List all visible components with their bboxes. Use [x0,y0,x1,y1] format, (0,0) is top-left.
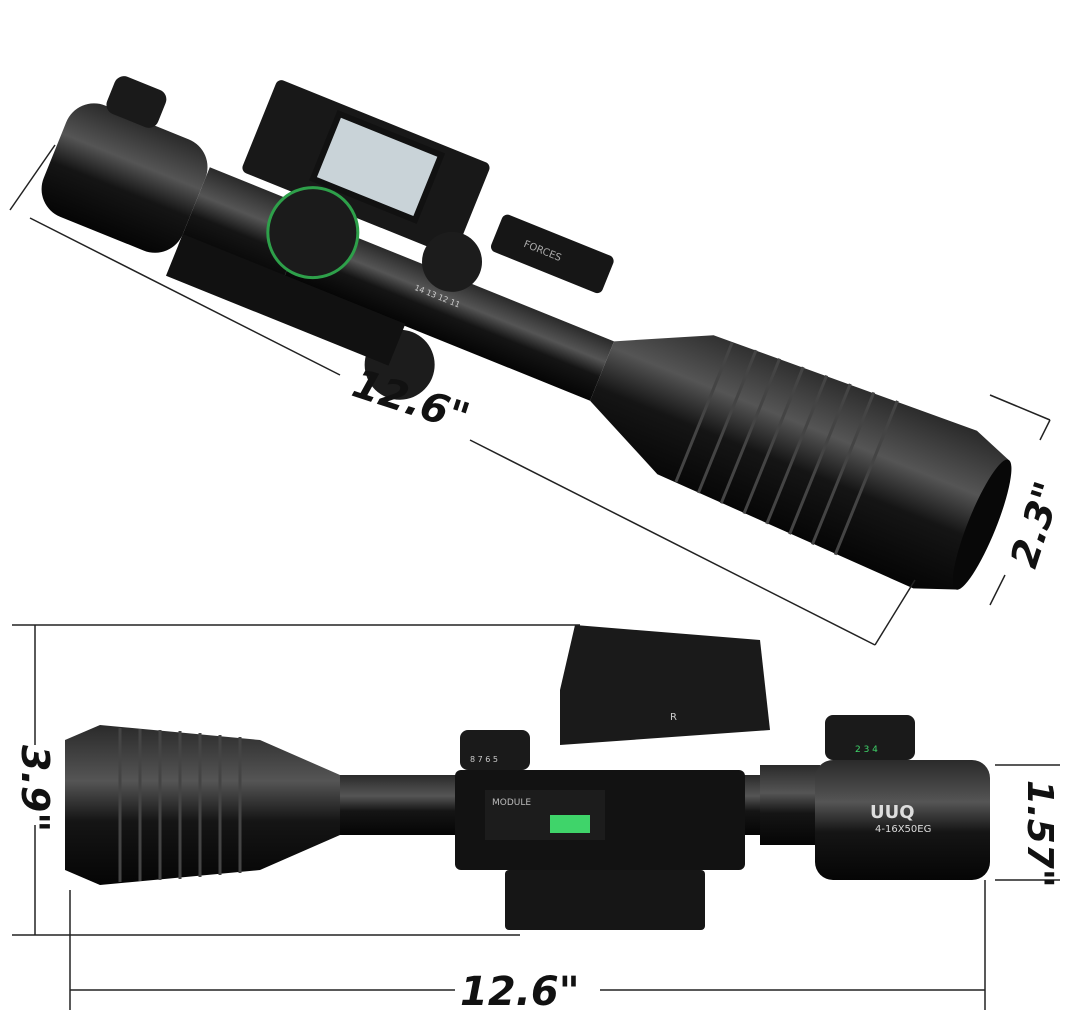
laser-module [490,214,614,294]
rail-mount [505,870,705,930]
picatinny-rail [165,234,406,366]
eyepiece [41,103,208,253]
red-dot-sight [560,625,770,745]
brand-logo: UUQ [870,802,915,823]
eyepiece [815,760,990,880]
objective-ridges [118,728,242,882]
parallax-knob [106,76,167,128]
bottom-length-label: 12.6" [460,969,580,1015]
red-dot-lens [309,109,446,224]
sight-mark: R [670,712,677,723]
eyepiece-diameter-label: 1.57" [1019,780,1060,888]
top-scope: FORCES 14 13 12 11 [41,76,1012,590]
objective-crown [952,459,1012,590]
power-ring [760,765,820,845]
objective-bell [65,725,340,885]
top-dimension-lines [9,144,1051,646]
elevation-turret [460,730,530,770]
top-diameter-label: 2.3" [1002,476,1071,572]
bottom-scope: UUQ 4-16X50EG 2 3 4 R 8 7 6 5 MODULE [65,625,990,930]
objective-ridges [674,342,899,556]
turret-knob [266,186,360,280]
bottom-dimension-lines [12,624,1060,1010]
laser-label: MODULE [492,798,531,808]
illumination-numbers: 2 3 4 [855,745,878,755]
main-tube [284,217,615,401]
laser-window [550,815,590,833]
objective-bell [590,335,1009,590]
bottom-height-label: 3.9" [13,745,57,832]
elevation-turret [422,231,483,292]
model-label: 4-16X50EG [875,824,931,835]
turret-numbers: 8 7 6 5 [470,755,498,764]
illumination-knob [825,715,915,760]
